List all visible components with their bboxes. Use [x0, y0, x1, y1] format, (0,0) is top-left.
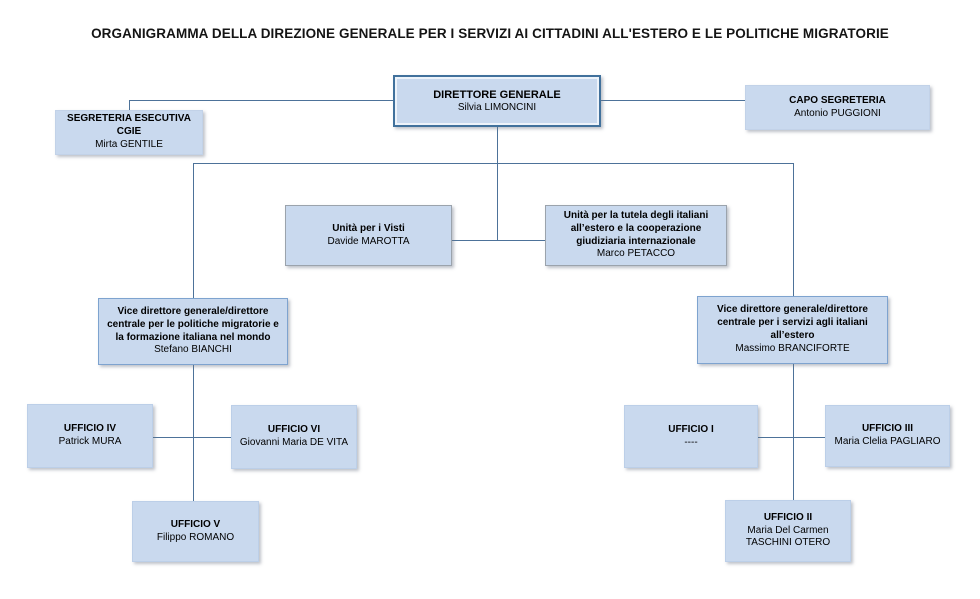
connector-line — [153, 437, 231, 438]
node-person: Antonio PUGGIONI — [794, 107, 881, 119]
node-person: Maria Del Carmen TASCHINI OTERO — [745, 524, 831, 549]
node-person: Patrick MURA — [58, 436, 122, 447]
node-ufficio-iv: UFFICIO IV Patrick MURA — [27, 404, 153, 468]
node-person: ---- — [684, 436, 698, 448]
node-role: Vice direttore generale/direttore centra… — [107, 305, 279, 343]
node-person: Massimo BRANCIFORTE — [735, 342, 850, 354]
node-role: DIRETTORE GENERALE — [433, 88, 561, 101]
node-role: UFFICIO II — [763, 511, 813, 523]
connector-line — [452, 240, 545, 241]
node-capo-segreteria: CAPO SEGRETERIA Antonio PUGGIONI — [745, 85, 930, 130]
connector-line — [193, 163, 793, 164]
node-role: UFFICIO III — [861, 423, 914, 435]
connector-line — [758, 437, 825, 438]
connector-line — [497, 127, 498, 240]
node-role: Unità per i Visti — [332, 222, 405, 234]
node-ufficio-v: UFFICIO V Filippo ROMANO — [132, 501, 259, 562]
node-role: CAPO SEGRETERIA — [789, 94, 886, 106]
node-person: Stefano BIANCHI — [154, 344, 232, 356]
node-role: UFFICIO VI — [267, 424, 321, 436]
connector-line — [793, 364, 794, 500]
node-unita-tutela-italiani-estero: Unità per la tutela degli italiani all’e… — [545, 205, 727, 266]
connector-line — [193, 365, 194, 501]
node-person: Silvia LIMONCINI — [457, 101, 537, 113]
node-role: Unità per la tutela degli italiani all’e… — [563, 209, 709, 247]
node-unita-visti: Unità per i Visti Davide MAROTTA — [285, 205, 452, 266]
node-role: UFFICIO V — [170, 518, 221, 530]
node-person: Giovanni Maria DE VITA — [239, 437, 349, 448]
node-ufficio-i: UFFICIO I ---- — [624, 405, 758, 468]
node-person: Filippo ROMANO — [156, 531, 235, 543]
node-vice-direttore-servizi-italiani-estero: Vice direttore generale/direttore centra… — [697, 296, 888, 364]
connector-line — [129, 100, 130, 110]
connector-line — [193, 163, 194, 298]
node-ufficio-ii: UFFICIO II Maria Del Carmen TASCHINI OTE… — [725, 500, 851, 562]
node-person: Maria Clelia PAGLIARO — [834, 436, 941, 447]
node-role: UFFICIO IV — [63, 423, 117, 435]
node-ufficio-iii: UFFICIO III Maria Clelia PAGLIARO — [825, 405, 950, 467]
node-role: Vice direttore generale/direttore centra… — [717, 304, 868, 341]
node-ufficio-vi: UFFICIO VI Giovanni Maria DE VITA — [231, 405, 357, 469]
connector-line — [793, 163, 794, 296]
node-direttore-generale: DIRETTORE GENERALE Silvia LIMONCINI — [393, 75, 601, 127]
connector-line — [601, 100, 745, 101]
node-role: SEGRETERIA ESECUTIVA CGIE — [67, 113, 191, 138]
node-segreteria-esecutiva-cgie: SEGRETERIA ESECUTIVA CGIE Mirta GENTILE — [55, 110, 203, 155]
node-person: Davide MAROTTA — [327, 235, 410, 247]
page-title: ORGANIGRAMMA DELLA DIREZIONE GENERALE PE… — [91, 26, 889, 41]
node-person: Mirta GENTILE — [95, 138, 163, 150]
node-person: Marco PETACCO — [596, 248, 676, 260]
connector-line — [129, 100, 393, 101]
node-vice-direttore-politiche-migratorie: Vice direttore generale/direttore centra… — [98, 298, 288, 365]
node-role: UFFICIO I — [668, 423, 714, 435]
